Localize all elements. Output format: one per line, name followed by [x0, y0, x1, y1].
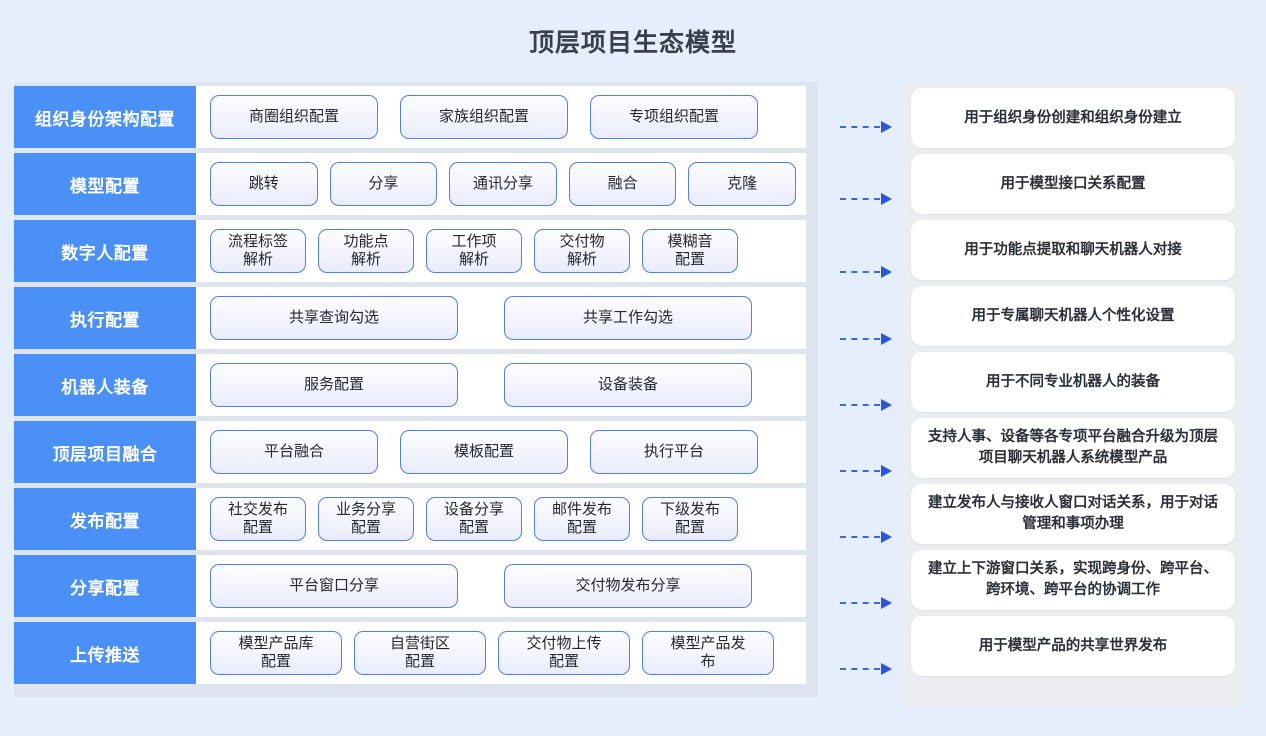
list-item[interactable]: 通讯分享 [449, 162, 557, 206]
list-item[interactable]: 平台融合 [210, 430, 378, 474]
dashed-arrow-right-icon [840, 465, 892, 477]
description-card: 用于功能点提取和聊天机器人对接 [911, 220, 1235, 280]
list-item[interactable]: 分享 [329, 162, 438, 206]
list-item[interactable]: 商圈组织配置 [210, 95, 378, 139]
row-items-5: 平台融合 模板配置 执行平台 [196, 421, 806, 483]
dashed-arrow-right-icon [840, 597, 892, 609]
table-row[interactable]: 顶层项目融合 平台融合 模板配置 执行平台 [14, 421, 806, 483]
row-items-2: 流程标签 解析 功能点 解析 工作项 解析 交付物 解析 模糊音 配置 [196, 220, 806, 282]
description-card: 建立上下游窗口关系，实现跨身份、跨平台、跨环境、跨平台的协调工作 [911, 550, 1235, 610]
description-card: 用于组织身份创建和组织身份建立 [911, 88, 1235, 148]
row-label-1: 模型配置 [14, 153, 196, 215]
row-label-5: 顶层项目融合 [14, 421, 196, 483]
description-card: 用于模型接口关系配置 [911, 154, 1235, 214]
table-row[interactable]: 模型配置 跳转 分享 通讯分享 融合 克隆 [14, 153, 806, 215]
row-label-4: 机器人装备 [14, 354, 196, 416]
list-item[interactable]: 模糊音 配置 [642, 229, 738, 273]
list-item[interactable]: 共享查询勾选 [210, 296, 458, 340]
row-label-7: 分享配置 [14, 555, 196, 617]
row-items-6: 社交发布 配置 业务分享 配置 设备分享 配置 邮件发布 配置 下级发布 配置 [196, 488, 806, 550]
row-label-0: 组织身份架构配置 [14, 86, 196, 148]
table-row[interactable]: 发布配置 社交发布 配置 业务分享 配置 设备分享 配置 邮件发布 配置 下级发… [14, 488, 806, 550]
description-card: 建立发布人与接收人窗口对话关系，用于对话管理和事项办理 [911, 484, 1235, 544]
list-item[interactable]: 工作项 解析 [426, 229, 522, 273]
list-item[interactable]: 平台窗口分享 [210, 564, 458, 608]
row-label-6: 发布配置 [14, 488, 196, 550]
row-items-1: 跳转 分享 通讯分享 融合 克隆 [196, 153, 806, 215]
row-label-3: 执行配置 [14, 287, 196, 349]
dashed-arrow-right-icon [840, 266, 892, 278]
capability-groups-panel: 组织身份架构配置 商圈组织配置 家族组织配置 专项组织配置 模型配置 跳转 分享… [14, 82, 818, 697]
list-item[interactable]: 模型产品库 配置 [210, 631, 342, 675]
table-row[interactable]: 组织身份架构配置 商圈组织配置 家族组织配置 专项组织配置 [14, 86, 806, 148]
list-item[interactable]: 专项组织配置 [590, 95, 758, 139]
table-row[interactable]: 上传推送 模型产品库 配置 自营街区 配置 交付物上传 配置 模型产品发 布 [14, 622, 806, 684]
list-item[interactable]: 交付物发布分享 [504, 564, 752, 608]
description-card: 用于专属聊天机器人个性化设置 [911, 286, 1235, 346]
list-item[interactable]: 模型产品发 布 [642, 631, 774, 675]
list-item[interactable]: 交付物 解析 [534, 229, 630, 273]
list-item[interactable]: 克隆 [688, 162, 796, 206]
row-items-4: 服务配置 设备装备 [196, 354, 806, 416]
list-item[interactable]: 流程标签 解析 [210, 229, 306, 273]
row-items-0: 商圈组织配置 家族组织配置 专项组织配置 [196, 86, 806, 148]
table-row[interactable]: 分享配置 平台窗口分享 交付物发布分享 [14, 555, 806, 617]
list-item[interactable]: 设备装备 [504, 363, 752, 407]
table-row[interactable]: 机器人装备 服务配置 设备装备 [14, 354, 806, 416]
dashed-arrow-right-icon [840, 531, 892, 543]
ecosystem-diagram: 组织身份架构配置 商圈组织配置 家族组织配置 专项组织配置 模型配置 跳转 分享… [0, 82, 1266, 736]
list-item[interactable]: 邮件发布 配置 [534, 497, 630, 541]
description-card: 支持人事、设备等各专项平台融合升级为顶层项目聊天机器人系统模型产品 [911, 418, 1235, 478]
row-label-2: 数字人配置 [14, 220, 196, 282]
dashed-arrow-right-icon [840, 121, 892, 133]
dashed-arrow-right-icon [840, 193, 892, 205]
table-row[interactable]: 执行配置 共享查询勾选 共享工作勾选 [14, 287, 806, 349]
description-card: 用于模型产品的共享世界发布 [911, 616, 1235, 676]
description-card: 用于不同专业机器人的装备 [911, 352, 1235, 412]
list-item[interactable]: 跳转 [210, 162, 318, 206]
list-item[interactable]: 下级发布 配置 [642, 497, 738, 541]
list-item[interactable]: 功能点 解析 [318, 229, 414, 273]
dashed-arrow-right-icon [840, 399, 892, 411]
list-item[interactable]: 融合 [568, 162, 677, 206]
list-item[interactable]: 模板配置 [400, 430, 568, 474]
dashed-arrow-right-icon [840, 333, 892, 345]
page-title: 顶层项目生态模型 [528, 29, 737, 57]
dashed-arrow-right-icon [840, 663, 892, 675]
descriptions-panel: 用于组织身份创建和组织身份建立 用于模型接口关系配置 用于功能点提取和聊天机器人… [902, 82, 1244, 706]
row-items-7: 平台窗口分享 交付物发布分享 [196, 555, 806, 617]
list-item[interactable]: 设备分享 配置 [426, 497, 522, 541]
row-items-8: 模型产品库 配置 自营街区 配置 交付物上传 配置 模型产品发 布 [196, 622, 806, 684]
table-row[interactable]: 数字人配置 流程标签 解析 功能点 解析 工作项 解析 交付物 解析 模糊音 配… [14, 220, 806, 282]
list-item[interactable]: 社交发布 配置 [210, 497, 306, 541]
list-item[interactable]: 家族组织配置 [400, 95, 568, 139]
row-items-3: 共享查询勾选 共享工作勾选 [196, 287, 806, 349]
list-item[interactable]: 服务配置 [210, 363, 458, 407]
list-item[interactable]: 交付物上传 配置 [498, 631, 630, 675]
list-item[interactable]: 共享工作勾选 [504, 296, 752, 340]
connector-arrows [840, 82, 902, 697]
list-item[interactable]: 执行平台 [590, 430, 758, 474]
row-label-8: 上传推送 [14, 622, 196, 684]
list-item[interactable]: 自营街区 配置 [354, 631, 486, 675]
list-item[interactable]: 业务分享 配置 [318, 497, 414, 541]
